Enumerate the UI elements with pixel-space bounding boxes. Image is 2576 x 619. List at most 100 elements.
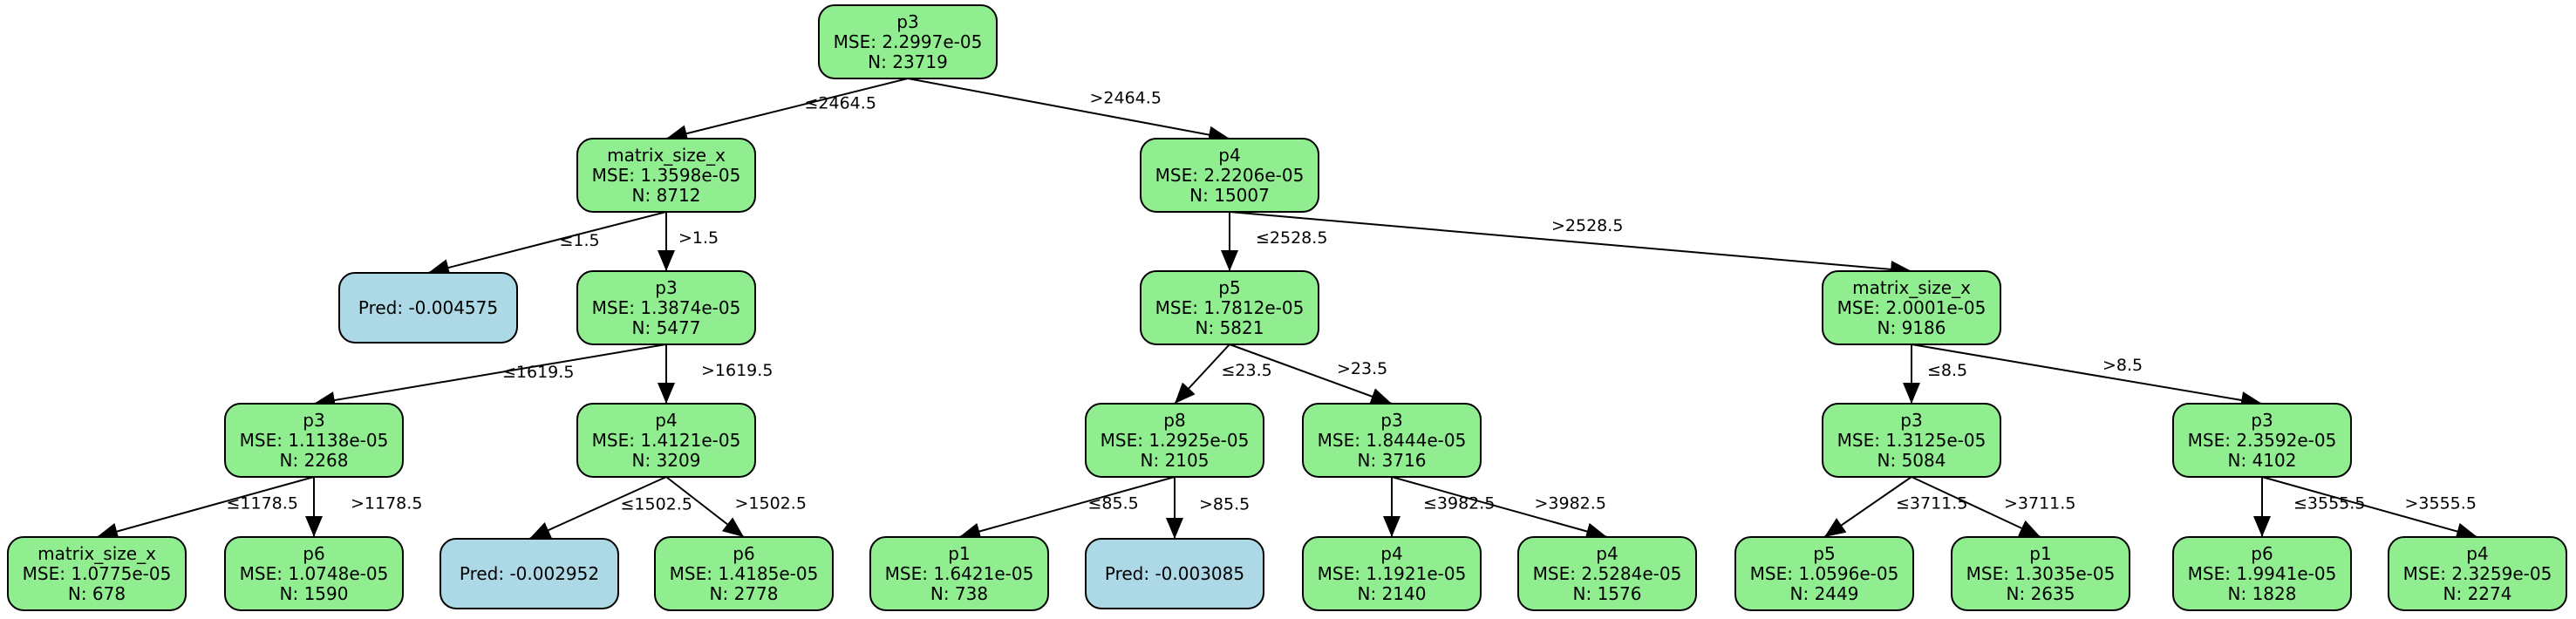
node-box bbox=[2172, 403, 2352, 478]
edge-label: >1178.5 bbox=[351, 494, 422, 514]
edge-label: >3982.5 bbox=[1535, 494, 1606, 514]
node-mse: MSE: 1.0596e-05 bbox=[1750, 563, 1899, 584]
node-mse: MSE: 2.5284e-05 bbox=[1533, 563, 1682, 584]
node-box bbox=[7, 536, 187, 611]
edge-label: ≤2528.5 bbox=[1256, 228, 1327, 248]
node-count: N: 3209 bbox=[632, 450, 701, 471]
edge: ≤1502.5 bbox=[528, 476, 692, 540]
node-box bbox=[2388, 536, 2567, 611]
node-count: N: 3716 bbox=[1358, 450, 1427, 471]
node-count: N: 23719 bbox=[868, 51, 948, 72]
node-feature: matrix_size_x bbox=[607, 145, 726, 166]
node-box bbox=[654, 536, 834, 611]
edge: >1619.5 bbox=[658, 344, 773, 404]
node-count: N: 2274 bbox=[2443, 583, 2512, 604]
node-mse: MSE: 2.3259e-05 bbox=[2403, 563, 2552, 584]
edge-label: >1502.5 bbox=[735, 494, 807, 514]
edge-line bbox=[1391, 476, 1608, 541]
node-count: N: 9186 bbox=[1877, 317, 1946, 338]
edge: >2528.5 bbox=[1229, 211, 1912, 278]
edge: >2464.5 bbox=[907, 78, 1230, 144]
edge-label: >23.5 bbox=[1337, 359, 1387, 378]
node-feature: p4 bbox=[1218, 145, 1240, 166]
node-prediction: Pred: -0.004575 bbox=[358, 297, 498, 318]
node-feature: p1 bbox=[948, 543, 970, 564]
edge: >1502.5 bbox=[665, 476, 807, 538]
edge-line bbox=[665, 476, 745, 538]
node-box bbox=[2172, 536, 2352, 611]
node-mse: MSE: 2.0001e-05 bbox=[1837, 297, 1987, 318]
edge: ≤1.5 bbox=[427, 211, 667, 276]
node-feature: p6 bbox=[2251, 543, 2273, 564]
node-count: N: 738 bbox=[930, 583, 988, 604]
node-box bbox=[1734, 536, 1914, 611]
node-feature: p3 bbox=[2251, 410, 2273, 431]
edge-label: ≤3982.5 bbox=[1423, 494, 1495, 514]
node-prediction: Pred: -0.003085 bbox=[1105, 563, 1244, 584]
node-box bbox=[1302, 403, 1482, 478]
edge-label: >1619.5 bbox=[701, 361, 773, 380]
node-mse: MSE: 2.2206e-05 bbox=[1155, 165, 1305, 186]
leaf-node: Pred: -0.003085 bbox=[1085, 538, 1264, 609]
node-mse: MSE: 1.0748e-05 bbox=[240, 563, 389, 584]
node-count: N: 5477 bbox=[632, 317, 701, 338]
edge: >3555.5 bbox=[2261, 476, 2478, 541]
node-box bbox=[1822, 403, 2001, 478]
node-feature: p3 bbox=[303, 410, 324, 431]
node-count: N: 2778 bbox=[710, 583, 779, 604]
edge-label: ≤2464.5 bbox=[805, 94, 876, 113]
node-box bbox=[224, 403, 404, 478]
node-feature: p1 bbox=[2029, 543, 2051, 564]
node-feature: p4 bbox=[2466, 543, 2488, 564]
node-feature: p6 bbox=[733, 543, 754, 564]
node-mse: MSE: 1.4121e-05 bbox=[592, 430, 741, 451]
edge: >3711.5 bbox=[1911, 476, 2075, 538]
edge-line bbox=[1911, 476, 2041, 538]
edge: ≤3982.5 bbox=[1383, 477, 1495, 537]
edge-line bbox=[1229, 344, 1393, 405]
node-feature: p8 bbox=[1163, 410, 1185, 431]
edge-label: ≤85.5 bbox=[1088, 494, 1139, 514]
edge: ≤1619.5 bbox=[313, 344, 667, 409]
edge-line bbox=[665, 78, 909, 142]
node-box bbox=[440, 538, 619, 609]
edge-line bbox=[1911, 344, 2263, 409]
node-mse: MSE: 1.6421e-05 bbox=[885, 563, 1034, 584]
node-mse: MSE: 1.7812e-05 bbox=[1155, 297, 1305, 318]
edge-line bbox=[2261, 476, 2478, 541]
edge: ≤2464.5 bbox=[665, 78, 909, 142]
node-box bbox=[224, 536, 404, 611]
node-mse: MSE: 1.3035e-05 bbox=[1966, 563, 2116, 584]
edge: ≤3711.5 bbox=[1823, 476, 1967, 538]
edge: ≤23.5 bbox=[1174, 344, 1272, 405]
edge: >3982.5 bbox=[1391, 476, 1608, 541]
node-feature: p4 bbox=[1380, 543, 1402, 564]
edge-line bbox=[958, 476, 1176, 541]
edge-line bbox=[1174, 344, 1230, 405]
node-mse: MSE: 1.2925e-05 bbox=[1101, 430, 1250, 451]
edge: >8.5 bbox=[1911, 344, 2263, 409]
edges-layer: ≤2464.5>2464.5≤1.5>1.5≤2528.5>2528.5≤161… bbox=[96, 78, 2478, 541]
edge-label: ≤3711.5 bbox=[1896, 494, 1967, 514]
node-feature: matrix_size_x bbox=[37, 543, 156, 564]
edge: ≤2528.5 bbox=[1221, 212, 1327, 271]
node-mse: MSE: 1.9941e-05 bbox=[2188, 563, 2337, 584]
node-count: N: 678 bbox=[68, 583, 126, 604]
node-feature: matrix_size_x bbox=[1852, 277, 1971, 298]
node-count: N: 2449 bbox=[1790, 583, 1859, 604]
